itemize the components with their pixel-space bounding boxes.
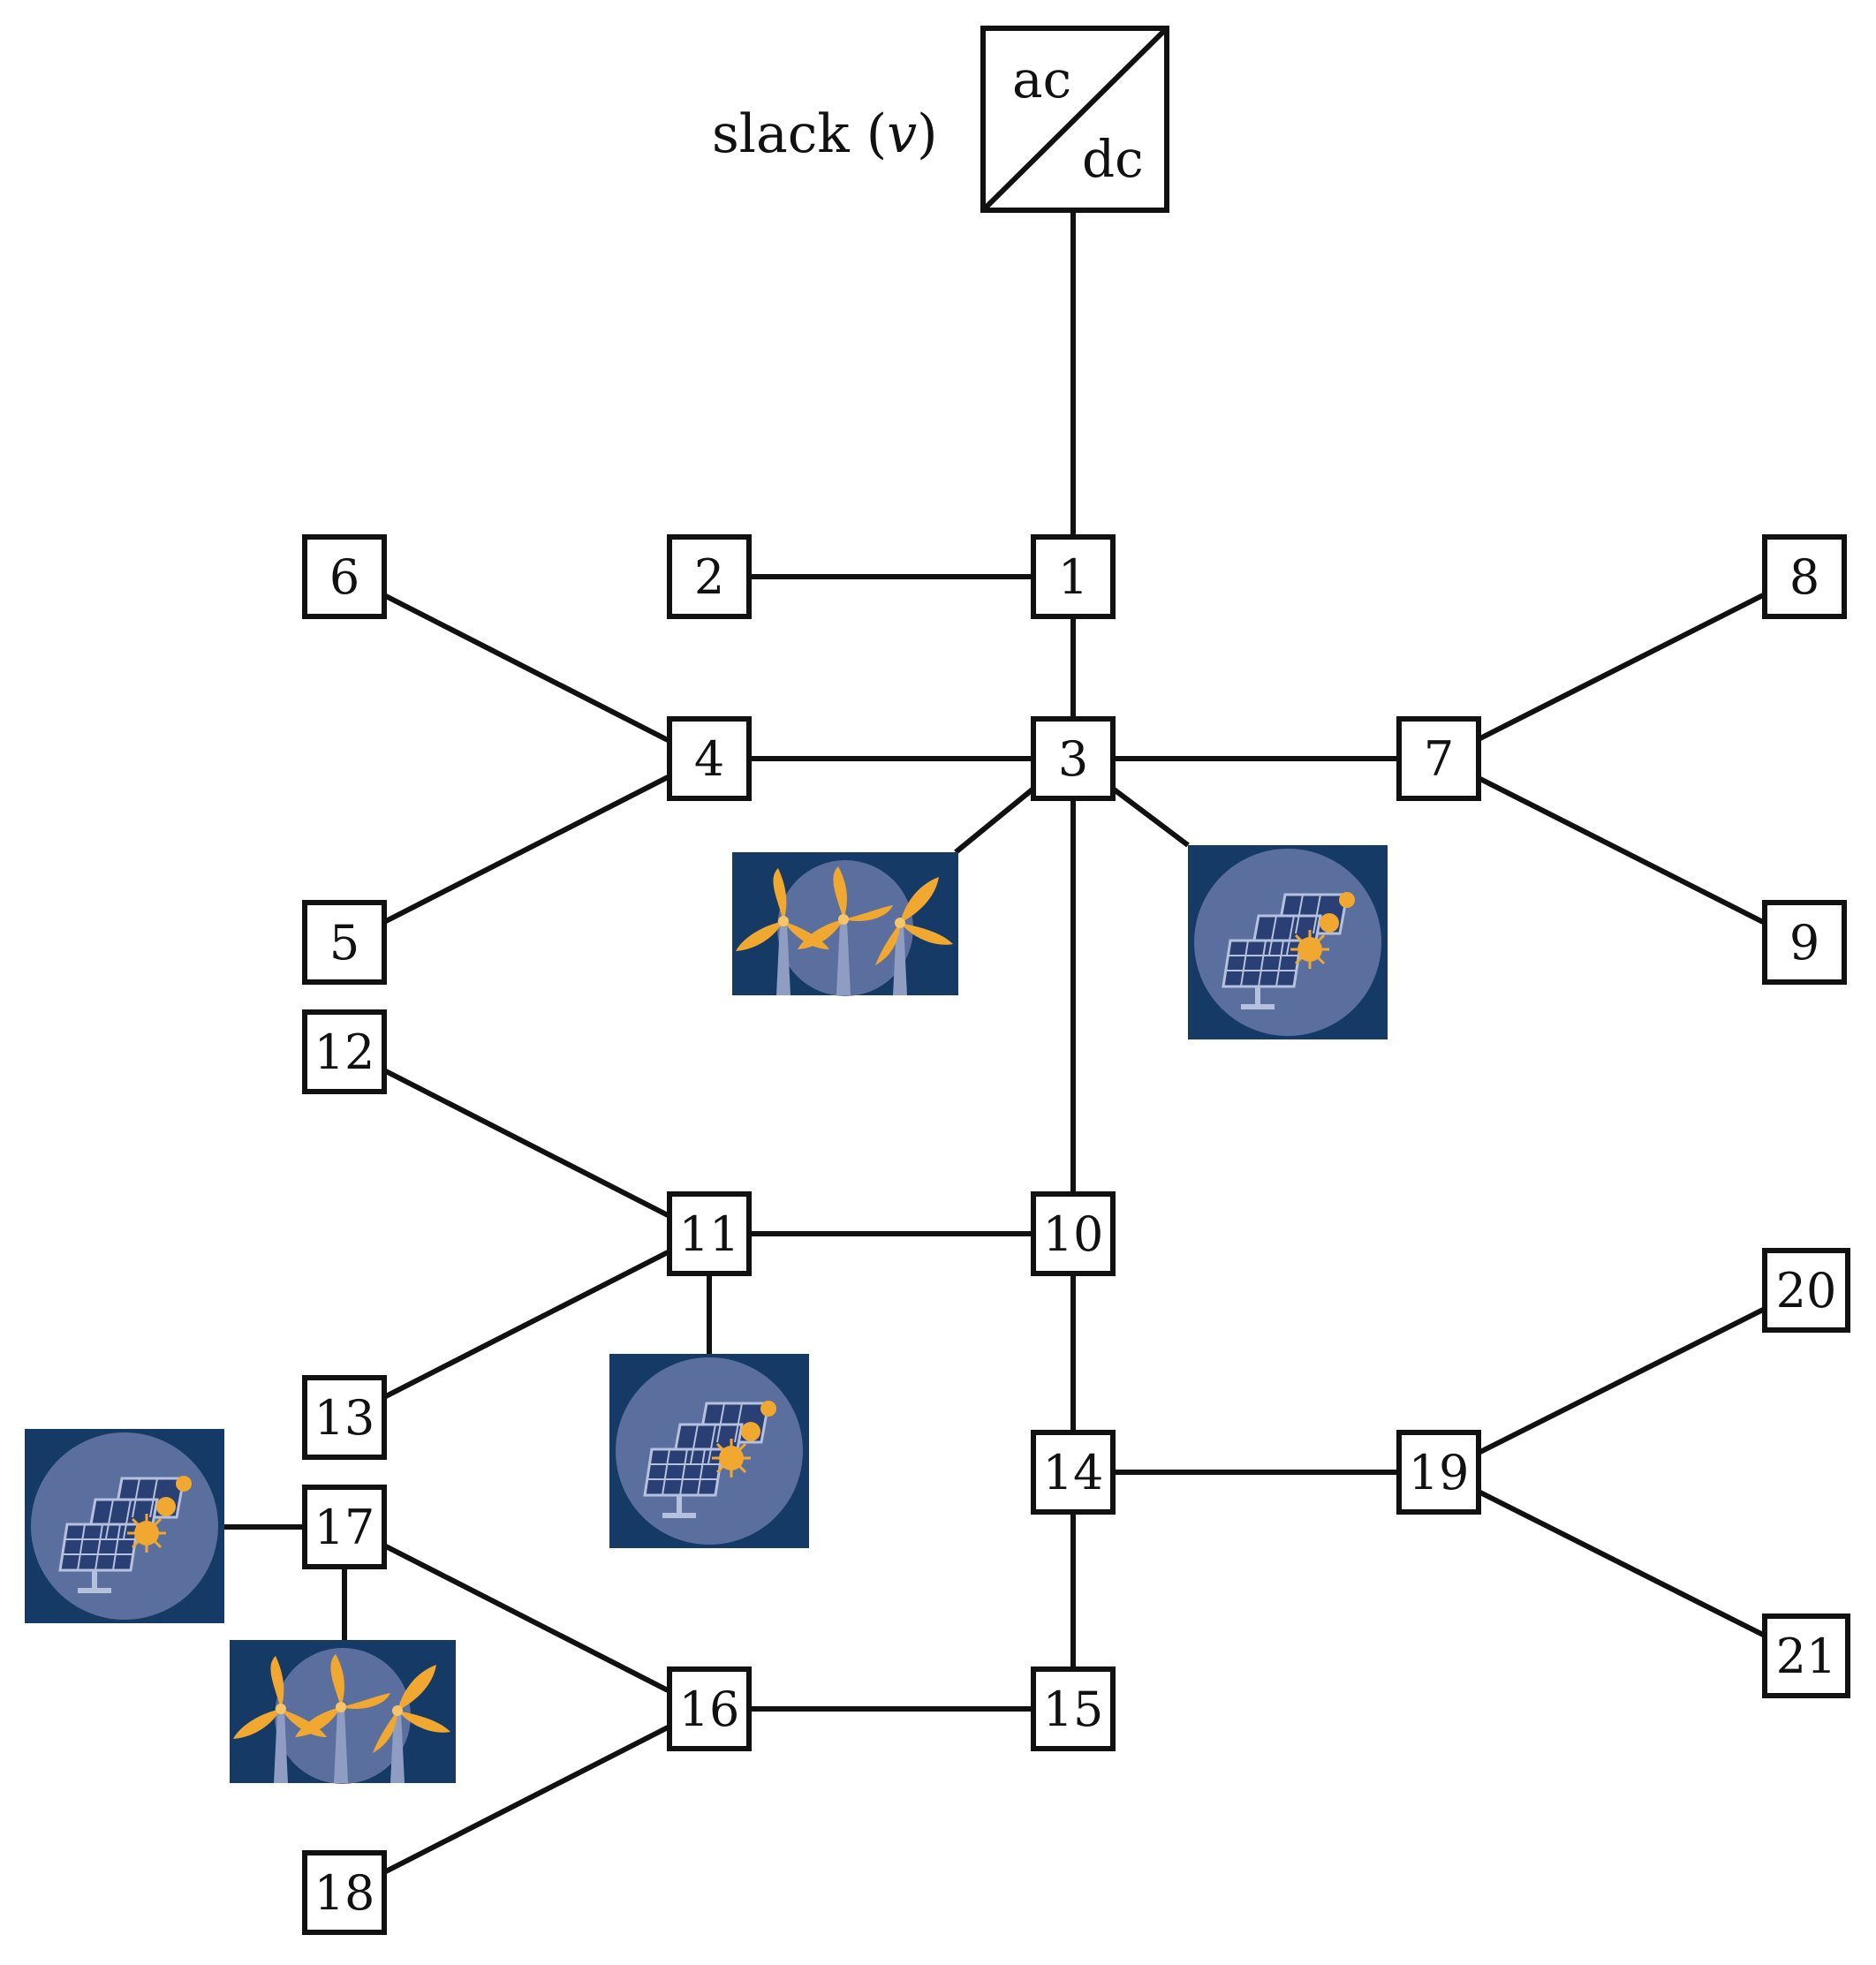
line-18-16 bbox=[382, 1725, 669, 1875]
bus-8: 8 bbox=[1762, 534, 1847, 619]
bus-19: 19 bbox=[1396, 1430, 1481, 1515]
bus-10: 10 bbox=[1031, 1191, 1116, 1276]
bus-13-label: 13 bbox=[314, 1390, 375, 1446]
line-6-4 bbox=[382, 593, 669, 743]
bus-2: 2 bbox=[667, 534, 752, 619]
wind-turbine-icon bbox=[230, 1640, 456, 1784]
bus-5: 5 bbox=[302, 900, 387, 985]
bus-6-label: 6 bbox=[329, 549, 359, 605]
bus-7: 7 bbox=[1396, 716, 1481, 801]
slack-variable: v bbox=[887, 103, 917, 165]
bus-17-label: 17 bbox=[314, 1500, 375, 1555]
line-3-solar bbox=[1111, 786, 1190, 848]
line-3-wind bbox=[954, 786, 1035, 855]
line-7-8 bbox=[1475, 593, 1765, 743]
bus-5-label: 5 bbox=[329, 915, 359, 971]
bus-9: 9 bbox=[1762, 900, 1847, 985]
bus-1: 1 bbox=[1031, 534, 1116, 619]
bus-18: 18 bbox=[302, 1850, 387, 1935]
line-12-11 bbox=[382, 1068, 669, 1218]
line-19-20 bbox=[1475, 1306, 1766, 1456]
solar-panel-icon bbox=[23, 1427, 226, 1625]
bus-13: 13 bbox=[302, 1375, 387, 1460]
bus-15: 15 bbox=[1031, 1666, 1116, 1751]
bus-4-label: 4 bbox=[694, 731, 724, 787]
line-17-16 bbox=[382, 1543, 669, 1693]
slack-prefix: slack ( bbox=[712, 103, 887, 165]
bus-15-label: 15 bbox=[1043, 1682, 1104, 1737]
line-7-9 bbox=[1475, 775, 1765, 925]
line-13-11 bbox=[382, 1250, 669, 1400]
bus-17: 17 bbox=[302, 1485, 387, 1569]
converter-ac-label: ac bbox=[1012, 49, 1071, 110]
ac-dc-converter: ac dc bbox=[980, 26, 1169, 213]
bus-4: 4 bbox=[667, 716, 752, 801]
bus-14-label: 14 bbox=[1043, 1445, 1104, 1500]
bus-12-label: 12 bbox=[314, 1024, 375, 1080]
bus-11: 11 bbox=[667, 1191, 752, 1276]
bus-12: 12 bbox=[302, 1009, 387, 1094]
converter-dc-label: dc bbox=[1082, 129, 1144, 189]
bus-3-label: 3 bbox=[1058, 731, 1088, 787]
bus-9-label: 9 bbox=[1789, 915, 1819, 971]
line-5-4 bbox=[382, 775, 669, 925]
solar-panel-icon bbox=[1186, 843, 1389, 1041]
bus-21: 21 bbox=[1762, 1614, 1850, 1698]
bus-7-label: 7 bbox=[1424, 731, 1454, 787]
slack-suffix: ) bbox=[917, 103, 937, 165]
bus-21-label: 21 bbox=[1776, 1629, 1837, 1684]
bus-18-label: 18 bbox=[314, 1865, 375, 1921]
bus-8-label: 8 bbox=[1789, 549, 1819, 605]
bus-19-label: 19 bbox=[1409, 1445, 1470, 1500]
bus-2-label: 2 bbox=[694, 549, 724, 605]
wind-turbine-icon bbox=[732, 852, 958, 996]
line-19-21 bbox=[1475, 1488, 1766, 1638]
bus-6: 6 bbox=[302, 534, 387, 619]
bus-3: 3 bbox=[1031, 716, 1116, 801]
bus-1-label: 1 bbox=[1058, 549, 1088, 605]
bus-20: 20 bbox=[1762, 1248, 1850, 1333]
bus-16-label: 16 bbox=[679, 1682, 740, 1737]
network-lines bbox=[224, 210, 1766, 1875]
slack-label: slack (v) bbox=[712, 103, 938, 165]
bus-20-label: 20 bbox=[1776, 1263, 1837, 1319]
bus-11-label: 11 bbox=[679, 1206, 740, 1262]
bus-10-label: 10 bbox=[1043, 1206, 1104, 1262]
bus-16: 16 bbox=[667, 1666, 752, 1751]
bus-14: 14 bbox=[1031, 1430, 1116, 1515]
solar-panel-icon bbox=[608, 1352, 811, 1550]
